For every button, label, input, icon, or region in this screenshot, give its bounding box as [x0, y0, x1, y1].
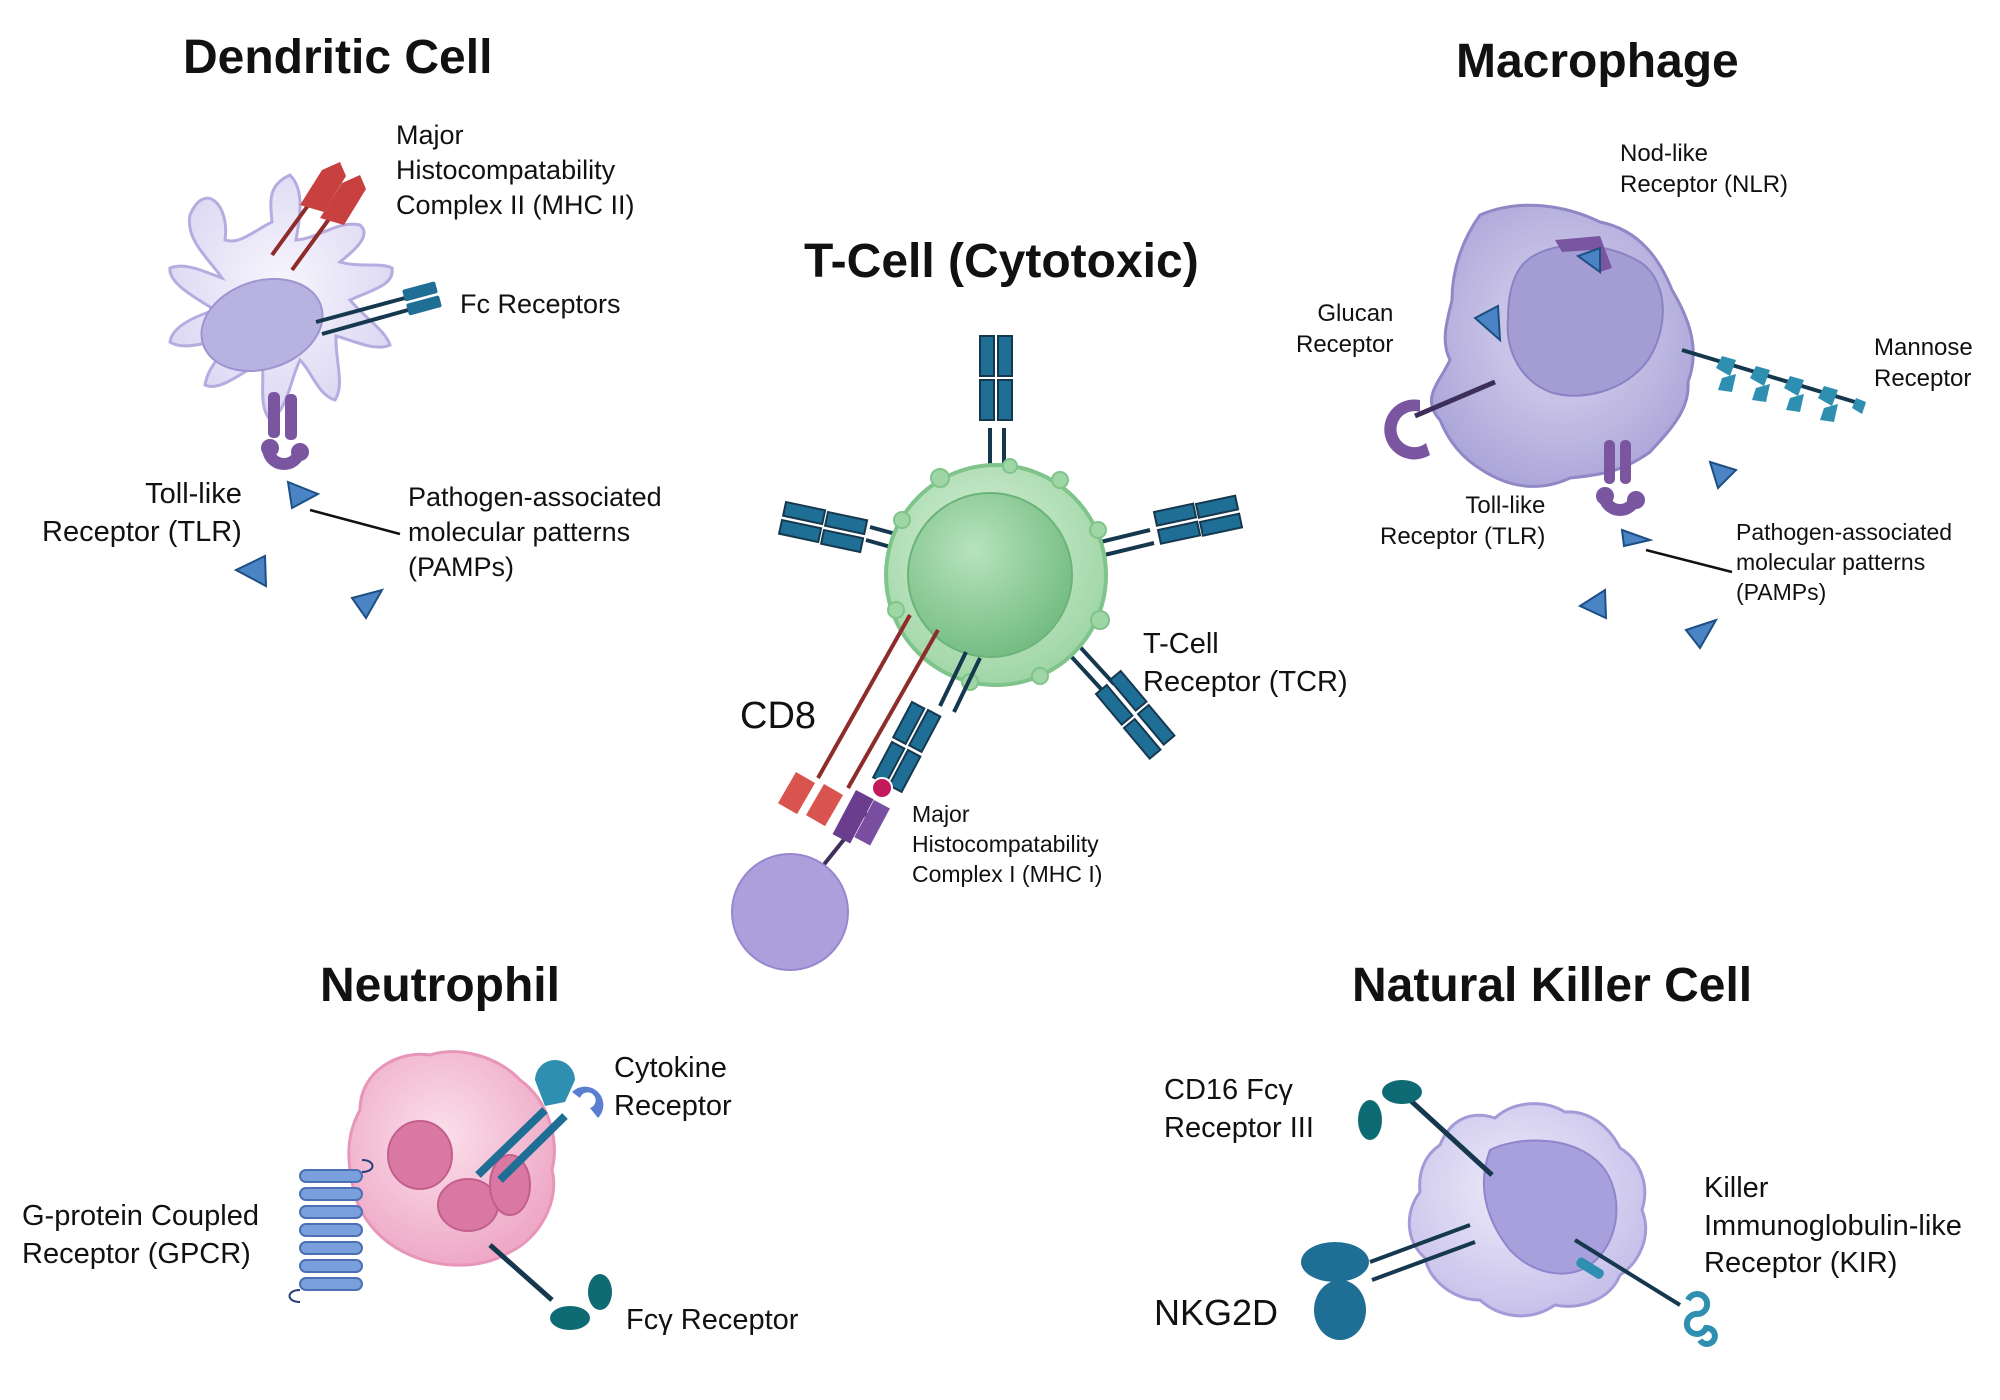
label-cd16-line-1: CD16 Fcγ: [1164, 1074, 1293, 1106]
label-tlr-dendritic: Toll-like Receptor (TLR): [42, 476, 242, 551]
mannose-receptor: [1681, 348, 1866, 422]
label-nlr: Nod-like Receptor (NLR): [1620, 138, 1788, 200]
label-gpcr-line-2: Receptor (GPCR): [22, 1237, 251, 1270]
tlr-receptor-macrophage: [1596, 440, 1645, 516]
label-tcr: T-Cell Receptor (TCR): [1143, 626, 1348, 701]
title-neutrophil: Neutrophil: [320, 959, 560, 1012]
nkg2d-receptor: [1301, 1223, 1476, 1340]
label-kir: Killer Immunoglobulin-like Receptor (KIR…: [1704, 1170, 1962, 1283]
label-glucan-receptor: Glucan Receptor: [1296, 298, 1393, 360]
cd16-receptor: [1358, 1080, 1494, 1177]
label-glucan-line-1: Glucan: [1317, 300, 1394, 327]
label-cd16-line-2: Receptor III: [1164, 1111, 1314, 1144]
title-dendritic-cell: Dendritic Cell: [183, 31, 493, 84]
dendritic-cell: [168, 162, 442, 620]
pamps-macrophage-pointer: [1645, 548, 1733, 574]
label-glucan-line-2: Receptor: [1296, 331, 1394, 359]
label-mhc-ii-line-3: Complex II (MHC II): [396, 190, 635, 221]
label-tlr-dendritic-line-2: Receptor (TLR): [42, 515, 242, 548]
label-pamps-dendritic-line-1: Pathogen-associated: [408, 482, 662, 512]
label-fc-receptors: Fc Receptors: [460, 289, 621, 319]
label-kir-line-3: Receptor (KIR): [1704, 1247, 1898, 1280]
cytokine-receptor: [475, 1060, 604, 1183]
label-cytokine-line-1: Cytokine: [614, 1052, 727, 1084]
glucan-receptor: [1384, 379, 1496, 460]
label-cytokine-line-2: Receptor: [614, 1089, 732, 1122]
label-tlr-dendritic-line-1: Toll-like: [145, 478, 242, 510]
label-pamps-macrophage-line-2: molecular patterns: [1736, 548, 1926, 575]
pamps-dendritic: [233, 480, 385, 620]
fcg-receptor-neutrophil: [488, 1243, 612, 1330]
label-mannose-line-2: Receptor: [1874, 365, 1972, 393]
title-t-cell: T-Cell (Cytotoxic): [804, 235, 1199, 288]
t-cell-microvilli: [887, 458, 1110, 691]
tcr-bound: [871, 651, 982, 794]
target-cell: [731, 853, 849, 971]
title-macrophage: Macrophage: [1456, 35, 1739, 88]
cd8-receptor: [778, 614, 940, 827]
dendritic-nucleus: [200, 277, 324, 373]
label-pamps-dendritic-line-3: (PAMPs): [408, 552, 514, 583]
macrophage-nucleus: [1506, 244, 1664, 397]
gpcr-receptor: [288, 1159, 374, 1303]
label-gpcr: G-protein Coupled Receptor (GPCR): [22, 1198, 259, 1273]
label-pamps-macrophage-line-1: Pathogen-associated: [1736, 519, 1953, 545]
pamps-dendritic-pointer: [309, 508, 401, 536]
label-fcg-receptor: Fcγ Receptor: [626, 1304, 799, 1336]
kir-receptor: [1573, 1238, 1718, 1347]
label-pamps-dendritic-line-2: molecular patterns: [408, 517, 631, 548]
neutrophil-nucleus: [387, 1120, 531, 1232]
label-tcr-line-1: T-Cell: [1143, 628, 1219, 660]
label-nlr-line-1: Nod-like: [1620, 140, 1709, 167]
label-mhc-ii-line-2: Histocompatability: [396, 155, 616, 186]
label-pamps-dendritic: Pathogen-associated molecular patterns (…: [408, 480, 662, 585]
label-tcr-line-2: Receptor (TCR): [1143, 665, 1348, 698]
label-tlr-macrophage: Toll-like Receptor (TLR): [1380, 490, 1545, 552]
label-mhc-i-line-2: Histocompatability: [912, 830, 1099, 857]
t-cell-nucleus: [907, 492, 1073, 658]
neutrophil-cell: [288, 1050, 612, 1330]
label-cd16: CD16 Fcγ Receptor III: [1164, 1072, 1314, 1147]
label-kir-line-2: Immunoglobulin-like: [1704, 1209, 1962, 1242]
label-mannose-line-1: Mannose: [1874, 334, 1973, 361]
label-mhc-ii: Major Histocompatability Complex II (MHC…: [396, 118, 635, 223]
nk-cell: [1301, 1080, 1718, 1347]
nlr-receptor: [1555, 236, 1612, 274]
pamps-macrophage: [1577, 460, 1738, 650]
tcr-top: [979, 335, 1013, 490]
label-cytokine-receptor: Cytokine Receptor: [614, 1050, 732, 1125]
tcr-right: [1087, 494, 1244, 560]
label-gpcr-line-1: G-protein Coupled: [22, 1200, 259, 1232]
label-mhc-i-line-1: Major: [912, 801, 970, 827]
label-nkg2d: NKG2D: [1154, 1292, 1279, 1333]
label-tlr-macrophage-line-2: Receptor (TLR): [1380, 523, 1546, 551]
mhc-ii-receptor: [270, 162, 366, 272]
label-nlr-line-2: Receptor (NLR): [1620, 171, 1789, 199]
label-cd8: CD8: [740, 695, 817, 737]
fc-receptor: [315, 281, 442, 336]
label-pamps-macrophage: Pathogen-associated molecular patterns (…: [1736, 518, 1952, 608]
label-tlr-macrophage-line-1: Toll-like: [1465, 492, 1546, 519]
macrophage-cell: [1384, 203, 1866, 650]
label-mannose-receptor: Mannose Receptor: [1874, 332, 1973, 394]
tlr-receptor-dendritic: [261, 392, 309, 470]
label-mhc-i: Major Histocompatability Complex I (MHC …: [912, 800, 1102, 890]
label-mhc-i-line-3: Complex I (MHC I): [912, 860, 1103, 887]
label-pamps-macrophage-line-3: (PAMPs): [1736, 578, 1827, 605]
t-cell: [731, 335, 1244, 971]
title-nk-cell: Natural Killer Cell: [1352, 959, 1753, 1012]
label-mhc-ii-line-1: Major: [396, 120, 464, 150]
label-kir-line-1: Killer: [1704, 1172, 1769, 1204]
pamp-macrophage-inner: [1473, 304, 1502, 343]
